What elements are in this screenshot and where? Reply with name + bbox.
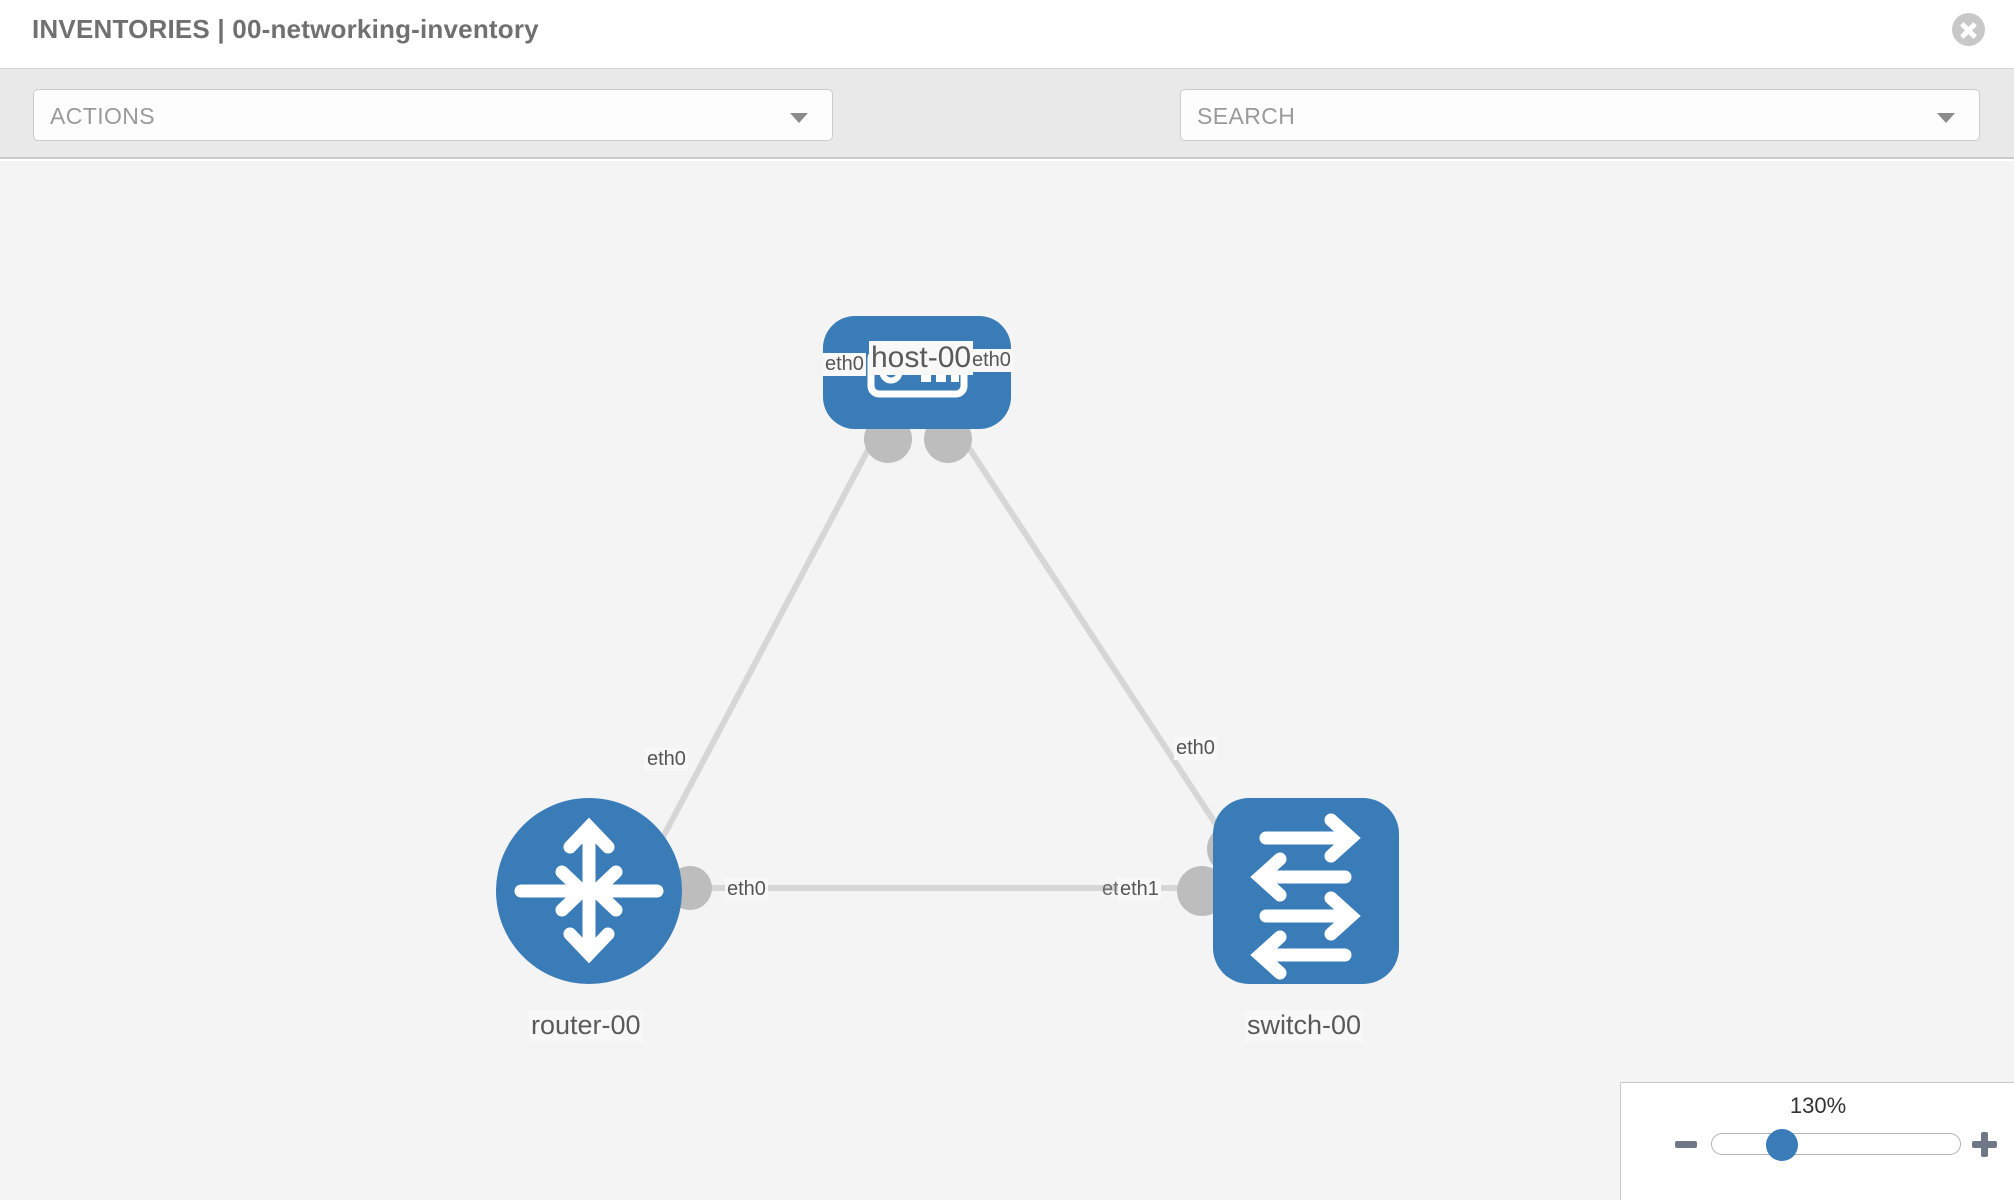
zoom-out-button[interactable] bbox=[1675, 1141, 1697, 1148]
page-header: INVENTORIES | 00-networking-inventory bbox=[0, 0, 2014, 69]
topology-graph bbox=[496, 316, 1399, 984]
zoom-slider-thumb[interactable] bbox=[1766, 1129, 1798, 1161]
edge-label-host-eth0-left: eth0 bbox=[823, 353, 866, 376]
chevron-down-icon bbox=[790, 113, 808, 123]
zoom-in-button[interactable] bbox=[1972, 1132, 1997, 1157]
edge-label-router-eth0-right: eth0 bbox=[725, 878, 768, 901]
zoom-control-panel: 130% bbox=[1620, 1082, 2014, 1200]
switch-arrows-icon bbox=[1250, 813, 1361, 980]
page-title: INVENTORIES | 00-networking-inventory bbox=[32, 14, 539, 44]
close-icon[interactable] bbox=[1952, 13, 1985, 46]
node-label-router-00: router-00 bbox=[529, 1010, 643, 1041]
toolbar: ACTIONS SEARC bbox=[0, 69, 2014, 198]
search-placeholder: SEARCH bbox=[1197, 103, 1296, 129]
node-switch-00[interactable] bbox=[1213, 798, 1399, 984]
edge-label-switch-eth0-up: eth0 bbox=[1174, 737, 1217, 760]
edge-label-host-eth0-right: eth0 bbox=[970, 349, 1013, 372]
zoom-level-value: 130% bbox=[1789, 1093, 1847, 1118]
actions-dropdown-label: ACTIONS bbox=[50, 103, 156, 129]
node-label-switch-00: switch-00 bbox=[1245, 1010, 1364, 1041]
link-host-switch[interactable] bbox=[945, 414, 1243, 863]
chevron-down-icon[interactable] bbox=[1937, 113, 1955, 123]
search-input[interactable]: SEARCH bbox=[1180, 89, 1980, 141]
router-arrows-icon bbox=[514, 817, 664, 964]
node-router-00[interactable] bbox=[496, 798, 682, 984]
actions-dropdown[interactable]: ACTIONS bbox=[33, 89, 833, 141]
topology-canvas[interactable]: host-00 router-00 switch-00 eth0 eth0 et… bbox=[0, 161, 2014, 1200]
node-label-host-00: host-00 bbox=[869, 341, 974, 375]
zoom-slider-track[interactable] bbox=[1711, 1133, 1961, 1155]
link-layer bbox=[642, 414, 1243, 891]
link-host-router[interactable] bbox=[642, 414, 889, 873]
edge-label-router-eth0-up: eth0 bbox=[645, 748, 688, 771]
edge-label-switch-eth1: eth1 bbox=[1118, 878, 1161, 901]
